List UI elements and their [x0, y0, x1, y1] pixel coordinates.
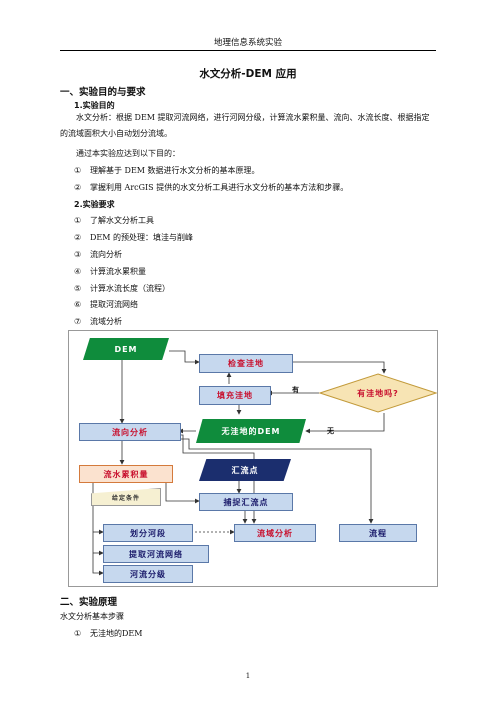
item-number: ④: [74, 267, 82, 276]
item-text: 无洼地的DEM: [90, 629, 143, 638]
hydrology-flowchart: DEM 检查洼地 填充洼地 有洼地吗? 有 无 无洼地的DEM 流向分析 流水累…: [68, 330, 438, 587]
item-number: ⑦: [74, 317, 82, 326]
requirement-item: ③ 流向分析: [74, 249, 122, 260]
item-number: ②: [74, 233, 82, 242]
has-sink-label: 有洼地吗?: [357, 388, 399, 398]
item-text: 流域分析: [90, 317, 122, 326]
item-number: ③: [74, 250, 82, 259]
principle-intro: 水文分析基本步骤: [60, 612, 124, 621]
item-number: ⑥: [74, 300, 82, 309]
flow-accumulation-box: 流水累积量: [79, 465, 173, 483]
page-header: 地理信息系统实验: [213, 38, 282, 48]
stream-order-box: 河流分级: [103, 565, 193, 583]
no-label: 无: [327, 426, 334, 435]
fill-sink-box: 填充洼地: [199, 386, 271, 405]
principle-item: ① 无洼地的DEM: [74, 628, 142, 639]
document-title: 水文分析-DEM 应用: [199, 68, 297, 80]
diamond-shape: [319, 373, 437, 413]
no-sink-dem-box: 无洼地的DEM: [196, 419, 306, 443]
purpose-item: ② 掌握利用 ArcGIS 提供的水文分析工具进行水文分析的基本方法和步骤。: [74, 182, 348, 193]
requirement-item: ① 了解水文分析工具: [74, 215, 154, 226]
purpose-intro: 通过本实验应达到以下目的：: [76, 149, 180, 158]
watershed-box: 流域分析: [234, 524, 316, 542]
yes-label: 有: [292, 385, 299, 394]
flow-direction-box: 流向分析: [79, 423, 181, 441]
item-text: 了解水文分析工具: [90, 216, 154, 225]
header-divider: [60, 50, 436, 51]
has-sink-diamond: 有洼地吗?: [319, 373, 449, 413]
requirement-item: ② DEM 的预处理：填洼与削峰: [74, 232, 193, 243]
purpose-heading: 1.实验目的: [74, 101, 115, 110]
item-number: ②: [74, 183, 82, 192]
check-sink-box: 检查洼地: [199, 354, 293, 373]
extract-network-box: 提取河流网络: [103, 545, 209, 563]
item-text: 提取河流网络: [90, 300, 138, 309]
requirement-item: ④ 计算流水累积量: [74, 266, 146, 277]
page-number: 1: [245, 672, 251, 680]
snap-pour-box: 捕捉汇流点: [199, 493, 293, 511]
requirements-heading: 2.实验要求: [74, 200, 115, 209]
split-stream-box: 划分河段: [103, 524, 193, 542]
item-number: ⑤: [74, 284, 82, 293]
item-text: 计算流水累积量: [90, 267, 146, 276]
item-text: 计算水流长度（流程）: [90, 284, 170, 293]
requirement-item: ⑦ 流域分析: [74, 316, 122, 327]
pour-point-box: 汇流点: [199, 459, 291, 481]
flow-length-box: 流程: [339, 524, 417, 542]
purpose-item: ① 理解基于 DEM 数据进行水文分析的基本原理。: [74, 165, 260, 176]
item-text: 掌握利用 ArcGIS 提供的水文分析工具进行水文分析的基本方法和步骤。: [90, 183, 349, 192]
requirement-item: ⑥ 提取河流网络: [74, 299, 138, 310]
section1-heading: 一、实验目的与要求: [60, 87, 146, 98]
section2-heading: 二、实验原理: [60, 597, 118, 608]
item-text: DEM 的预处理：填洼与削峰: [90, 233, 193, 242]
dem-box: DEM: [83, 338, 169, 360]
requirement-item: ⑤ 计算水流长度（流程）: [74, 283, 170, 294]
item-number: ①: [74, 629, 82, 638]
item-number: ①: [74, 216, 82, 225]
item-number: ①: [74, 166, 82, 175]
item-text: 流向分析: [90, 250, 122, 259]
purpose-paragraph: 水文分析：根据 DEM 提取河流网络，进行河网分级，计算流水累积量、流向、水流长…: [60, 113, 430, 138]
item-text: 理解基于 DEM 数据进行水文分析的基本原理。: [90, 166, 260, 175]
